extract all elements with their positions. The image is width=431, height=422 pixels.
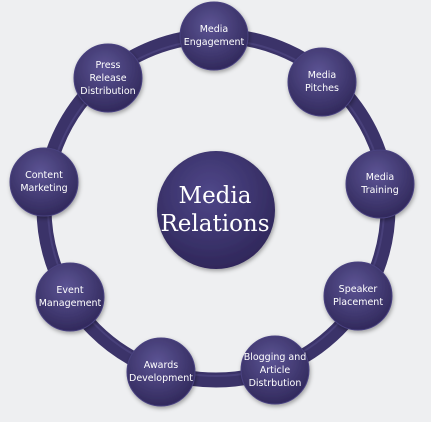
node-label-line: Article bbox=[259, 364, 291, 376]
node-label-line: Marketing bbox=[20, 183, 68, 194]
node-label-line: Development bbox=[129, 373, 193, 384]
node-circle-press-release-distribution bbox=[73, 43, 143, 113]
node-circle-media-pitches bbox=[287, 47, 357, 117]
node-label-line: Release bbox=[89, 72, 127, 84]
node-label-line: Media bbox=[365, 172, 395, 183]
node-circle-content-marketing bbox=[9, 147, 79, 217]
node-circle-media-training bbox=[345, 149, 415, 219]
node-label-line: Press bbox=[95, 59, 121, 71]
node-circle-awards-development bbox=[126, 337, 196, 407]
node-label-line: Management bbox=[38, 298, 102, 309]
node-label-line: Media bbox=[199, 24, 229, 35]
node-circle-blogging-article-distribution bbox=[240, 335, 310, 405]
node-label-line: Speaker bbox=[338, 284, 378, 295]
node-label-line: Training bbox=[361, 185, 399, 196]
node-label-line: Placement bbox=[332, 297, 384, 308]
node-label-line: Engagement bbox=[183, 37, 245, 48]
center-title-line-1: Media bbox=[178, 183, 252, 209]
center-circle bbox=[157, 151, 275, 269]
center-title-line-2: Relations bbox=[160, 211, 270, 237]
node-label-line: Distrbution bbox=[248, 377, 302, 389]
node-label-line: Distribution bbox=[80, 85, 136, 97]
satellite-nodes bbox=[9, 1, 415, 407]
node-circle-speaker-placement bbox=[323, 261, 393, 331]
node-label-line: Awards bbox=[143, 360, 179, 371]
node-label-line: Media bbox=[307, 70, 337, 81]
node-label-line: Content bbox=[25, 170, 63, 181]
center-hub bbox=[157, 151, 275, 269]
node-label-line: Pitches bbox=[305, 83, 339, 94]
center-title: Media Relations bbox=[140, 160, 290, 260]
node-label-line: Event bbox=[56, 285, 84, 296]
node-circle-media-engagement bbox=[179, 1, 249, 71]
node-circle-event-management bbox=[35, 262, 105, 332]
node-label-line: Blogging and bbox=[243, 351, 307, 363]
